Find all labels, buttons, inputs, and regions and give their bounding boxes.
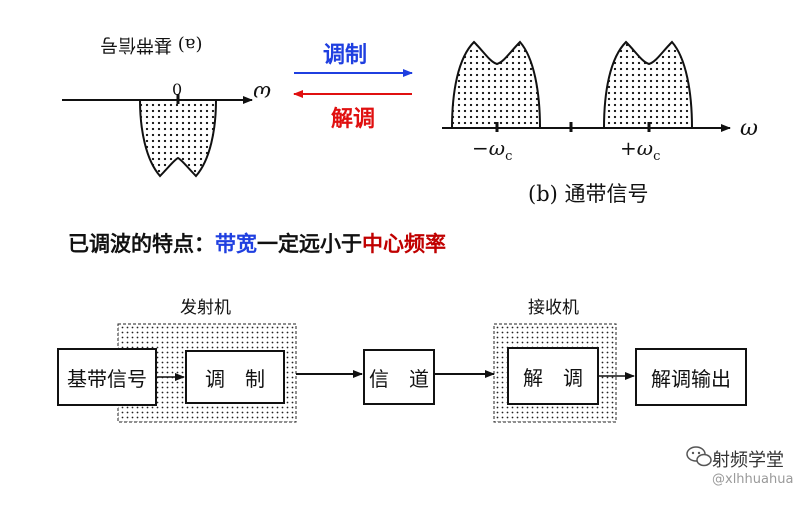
wechat-icon (686, 446, 712, 467)
baseband-box-label: 基带信号 (67, 366, 147, 391)
baseband-zero-label: 0 (172, 80, 183, 99)
modulator-box (185, 350, 285, 404)
demodulator-box-label: 解 调 (523, 365, 583, 390)
pos-wc-label: +ωc (620, 136, 661, 164)
feature-middle: 一定远小于 (257, 232, 362, 256)
output-box-label: 解调输出 (651, 366, 731, 391)
passband-spectrum (442, 40, 731, 132)
baseband-lobe (138, 99, 218, 178)
feature-bandwidth: 带宽 (215, 232, 257, 256)
baseband-spectrum (62, 94, 253, 178)
baseband-box (57, 348, 157, 406)
modulator-box-label: 调 制 (205, 366, 265, 391)
channel-box-label: 信 道 (369, 366, 429, 391)
channel-box (363, 349, 435, 405)
block-diagram (57, 323, 747, 423)
baseband-omega-label: ω (253, 80, 271, 105)
transmitter-title: 发射机 (180, 298, 231, 318)
watermark-name: 射频学堂 (712, 450, 784, 471)
feature-center-freq: 中心频率 (362, 232, 446, 256)
baseband-caption-rotated: (a) 基带信号 (100, 34, 203, 55)
modulate-label: 调制 (323, 43, 368, 68)
feature-prefix: 已调波的特点： (68, 232, 215, 256)
passband-omega-label: ω (740, 116, 758, 141)
feature-line: 已调波的特点：带宽一定远小于中心频率 (68, 228, 446, 258)
output-box (635, 348, 747, 406)
passband-lobe-negative (450, 40, 542, 129)
watermark-handle: @xlhhuahua (712, 472, 794, 487)
neg-wc-label: −ωc (472, 136, 513, 164)
passband-lobe-positive (602, 40, 694, 129)
passband-caption: (b) 通带信号 (528, 182, 649, 206)
demodulate-label: 解调 (331, 107, 376, 132)
receiver-title: 接收机 (528, 298, 579, 318)
